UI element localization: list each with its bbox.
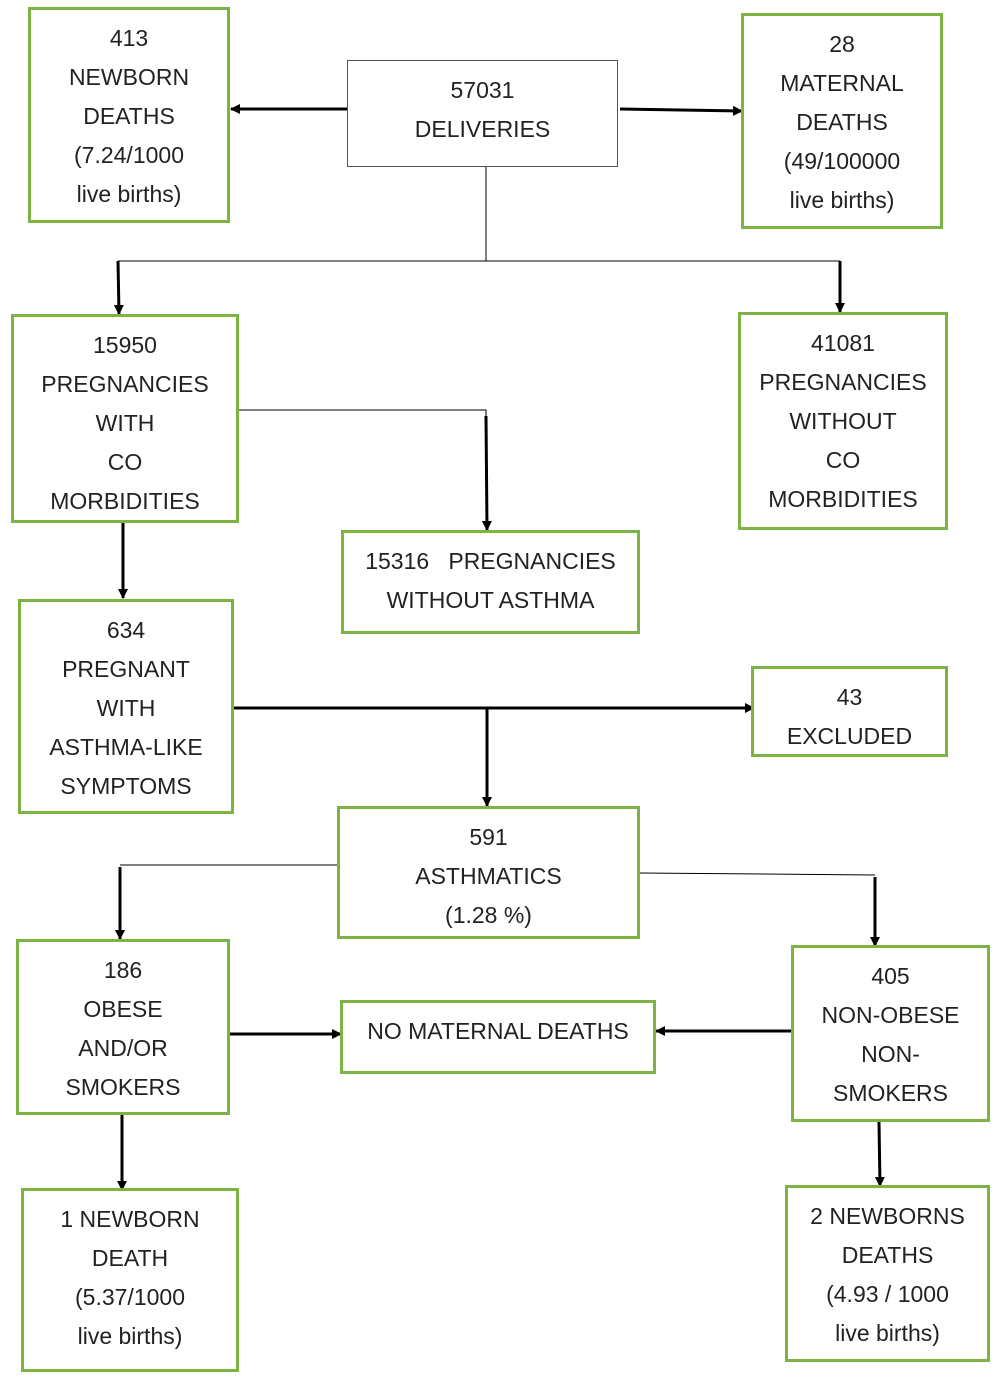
box-line: (1.28 %) [445, 902, 532, 928]
arrow-to-without-asthma [481, 415, 492, 531]
box-line: live births) [77, 1323, 183, 1349]
box-line: 28 [829, 31, 855, 57]
box-line: 413 [109, 25, 149, 51]
box-line: CO [825, 447, 861, 473]
box-line: DEATHS [796, 109, 888, 135]
box-line: EXCLUDED [786, 723, 913, 749]
box-line: 405 [871, 963, 910, 989]
box-line: DELIVERIES [414, 116, 551, 142]
box-line: NON-OBESE [821, 1002, 960, 1028]
box-line: 43 [836, 684, 863, 710]
box-line: SMOKERS [832, 1080, 949, 1106]
box-line: MORBIDITIES [768, 486, 918, 512]
box-line: 15950 [93, 332, 157, 358]
box-line: PREGNANCIES [759, 369, 927, 395]
box-line: SYMPTOMS [60, 773, 192, 799]
box-line: WITHOUT [789, 408, 897, 434]
arrow-to-maternal-deaths [619, 105, 743, 116]
box-line: OBESE [83, 996, 163, 1022]
box-line: PREGNANT [62, 656, 190, 682]
box-line: DEATHS [841, 1242, 934, 1268]
box-line: 1 NEWBORN [60, 1206, 200, 1232]
arrow-to-two-newborn-deaths [874, 1121, 885, 1187]
box-line: WITHOUT ASTHMA [386, 587, 595, 613]
box-line: ASTHMATICS [415, 863, 562, 889]
box-line: WITH [95, 410, 155, 436]
box-line: NON- [861, 1041, 920, 1067]
no-maternal-deaths-box: NO MATERNAL DEATHS [340, 1000, 656, 1074]
box-line: live births) [789, 187, 895, 213]
box-line: 57031 [450, 77, 515, 103]
box-line: 15316 PREGNANCIES [365, 548, 616, 574]
box-line: AND/OR [78, 1035, 168, 1061]
box-line: 2 NEWBORNS [810, 1203, 965, 1229]
box-line: CO [107, 449, 143, 475]
two-newborn-deaths-box: 2 NEWBORNS DEATHS (4.93 / 1000 live births) [785, 1185, 990, 1362]
box-line: (7.24/1000 [74, 142, 184, 168]
without-asthma-box: 15316 PREGNANCIES WITHOUT ASTHMA [341, 530, 640, 634]
box-line: 591 [469, 824, 508, 850]
box-line: DEATHS [83, 103, 175, 129]
box-line: live births) [76, 181, 182, 207]
box-line: ASTHMA-LIKE [49, 734, 203, 760]
box-line: NEWBORN [68, 64, 190, 90]
box-line: 186 [103, 957, 143, 983]
box-line: (5.37/1000 [75, 1284, 185, 1310]
connector-to-without-asthma [238, 409, 487, 416]
box-line: 41081 [811, 330, 875, 356]
box-line: SMOKERS [65, 1074, 181, 1100]
box-line: MATERNAL [780, 70, 904, 96]
box-line: 634 [106, 617, 146, 643]
arrow-to-with-comorbidities [113, 260, 124, 315]
box-line: DEATH [91, 1245, 169, 1271]
box-line: NO MATERNAL DEATHS [367, 1018, 629, 1044]
box-line: PREGNANCIES [41, 371, 209, 397]
box-line: MORBIDITIES [50, 488, 200, 514]
connector-to-non-obese [638, 872, 876, 876]
one-newborn-death-box: 1 NEWBORN DEATH (5.37/1000 live births) [21, 1188, 239, 1372]
box-line: (49/100000 [783, 148, 901, 174]
box-line: live births) [835, 1320, 940, 1346]
box-line: (4.93 / 1000 [826, 1281, 949, 1307]
box-line: WITH [96, 695, 156, 721]
